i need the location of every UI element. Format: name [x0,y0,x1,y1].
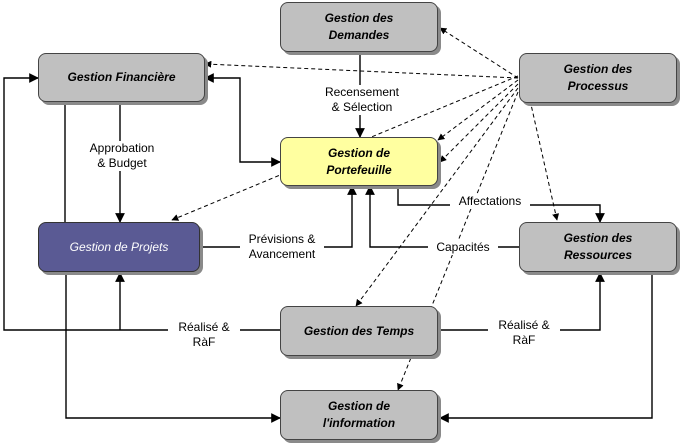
label-recensement-selection: Recensement & Sélection [318,85,406,115]
node-gestion-information[interactable]: Gestion de l'information [280,390,438,440]
label-previsions-avancement: Prévisions & Avancement [240,232,324,262]
label-approbation-budget: Approbation & Budget [80,141,164,171]
node-gestion-temps[interactable]: Gestion des Temps [280,306,438,356]
dashed-processus-financiere [204,60,519,79]
node-gestion-projets[interactable]: Gestion de Projets [38,222,200,272]
node-gestion-ressources[interactable]: Gestion des Ressources [519,222,677,272]
dashed-processus-portefeuille-mid [439,83,519,163]
label-realise-raf-right: Réalisé & RàF [488,318,560,348]
arrow-temps-financiere [3,73,280,331]
dashed-processus-demandes [439,27,519,79]
dashed-processus-temps [355,87,519,307]
label-capacites: Capacités [428,240,498,255]
node-gestion-demandes[interactable]: Gestion des Demandes [280,2,438,52]
node-gestion-processus[interactable]: Gestion des Processus [519,53,677,103]
label-affectations: Affectations [450,194,530,209]
dashed-processus-ressources [529,99,560,221]
node-gestion-financiere[interactable]: Gestion Financière [38,53,205,102]
node-gestion-portefeuille[interactable]: Gestion de Portefeuille [280,137,438,186]
label-realise-raf-left: Réalisé & RàF [168,320,240,350]
arrow-financiere-portefeuille [204,73,281,167]
arrow-ressources-information [439,272,653,423]
arrow-projets-information [65,272,281,423]
dashed-processus-portefeuille-top [437,79,519,141]
